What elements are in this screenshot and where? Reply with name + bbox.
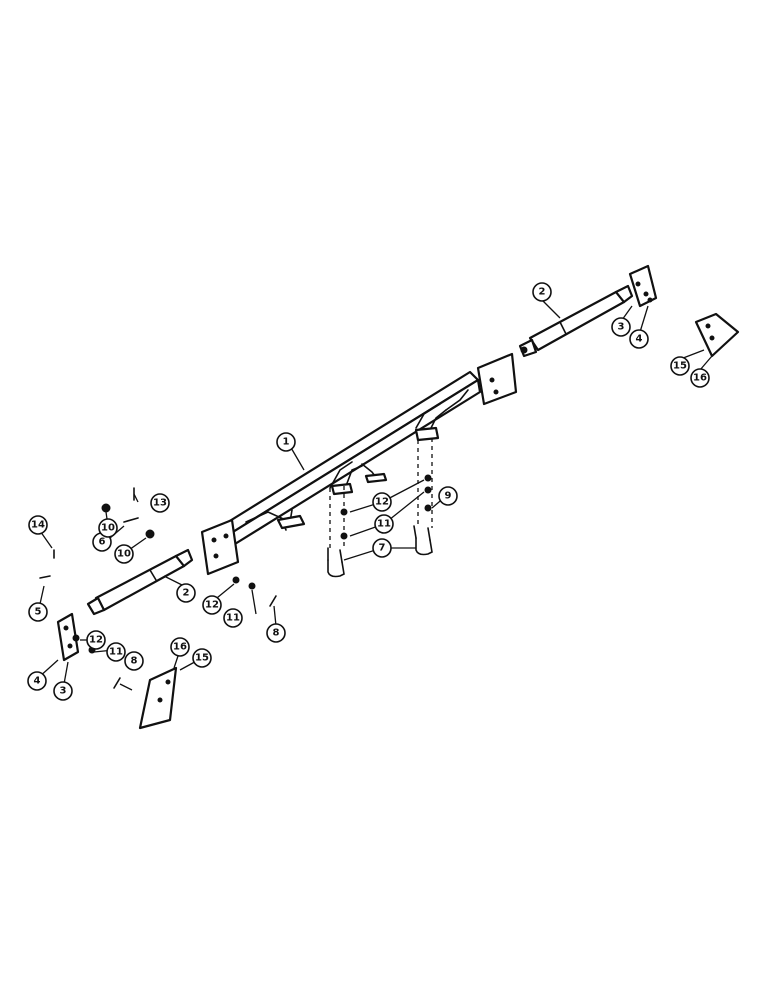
svg-text:2: 2 (183, 588, 190, 599)
svg-text:16: 16 (693, 373, 707, 384)
callout-8-right: 8 (266, 623, 286, 643)
callout-3-lower: 3 (53, 681, 73, 701)
svg-text:4: 4 (34, 676, 41, 687)
svg-text:4: 4 (636, 334, 643, 345)
callout-2-upper: 2 (532, 282, 552, 302)
callout-15-lower: 15 (192, 648, 212, 668)
callout-1: 1 (276, 432, 296, 452)
callout-14: 14 (28, 515, 48, 535)
svg-text:11: 11 (377, 519, 391, 530)
svg-text:12: 12 (89, 635, 103, 646)
svg-text:16: 16 (173, 642, 187, 653)
callout-12-left: 12 (86, 630, 106, 650)
callout-5: 5 (28, 602, 48, 622)
callout-4-lower: 4 (27, 671, 47, 691)
callout-15-right: 15 (670, 356, 690, 376)
svg-text:8: 8 (273, 628, 280, 639)
svg-text:14: 14 (31, 520, 45, 531)
svg-text:12: 12 (375, 497, 389, 508)
callout-8-left: 8 (124, 651, 144, 671)
side-plate-right (694, 312, 740, 358)
callout-2-lower: 2 (176, 583, 196, 603)
svg-text:3: 3 (618, 322, 625, 333)
svg-text:3: 3 (60, 686, 67, 697)
callout-11-frame: 11 (374, 514, 394, 534)
svg-text:11: 11 (109, 647, 123, 658)
callout-10-lower: 10 (114, 544, 134, 564)
svg-text:9: 9 (445, 491, 452, 502)
svg-text:15: 15 (673, 361, 687, 372)
svg-text:6: 6 (99, 537, 106, 548)
svg-text:11: 11 (226, 613, 240, 624)
svg-text:1: 1 (283, 437, 290, 448)
callout-9: 9 (438, 486, 458, 506)
svg-text:2: 2 (539, 287, 546, 298)
callout-12-frame: 12 (372, 492, 392, 512)
callout-16-right: 16 (690, 368, 710, 388)
hardware-nuts-washers (39, 474, 432, 689)
svg-text:15: 15 (195, 653, 209, 664)
callout-12-mid: 12 (202, 595, 222, 615)
svg-text:10: 10 (101, 523, 115, 534)
svg-text:7: 7 (379, 543, 386, 554)
side-plate-lower (138, 666, 178, 730)
main-frame-beam (200, 352, 518, 576)
leader-lines (37, 299, 713, 691)
hydraulic-cylinder-upper (518, 284, 634, 358)
callout-3-upper: 3 (611, 317, 631, 337)
svg-text:5: 5 (35, 607, 42, 618)
svg-text:10: 10 (117, 549, 131, 560)
callout-4-upper: 4 (629, 329, 649, 349)
callout-16-lower: 16 (170, 637, 190, 657)
callout-10-upper: 10 (98, 518, 118, 538)
svg-text:12: 12 (205, 600, 219, 611)
u-bolts (327, 525, 433, 578)
svg-text:8: 8 (131, 656, 138, 667)
bracket-lower-left (56, 612, 80, 662)
callout-11-mid: 11 (223, 608, 243, 628)
callout-13: 13 (150, 493, 170, 513)
svg-text:13: 13 (153, 498, 167, 509)
bracket-upper-right (628, 264, 658, 308)
assembly-lines (329, 438, 433, 550)
callout-11-left: 11 (106, 642, 126, 662)
callout-7: 7 (372, 538, 392, 558)
hydraulic-cylinder-lower (86, 548, 194, 616)
